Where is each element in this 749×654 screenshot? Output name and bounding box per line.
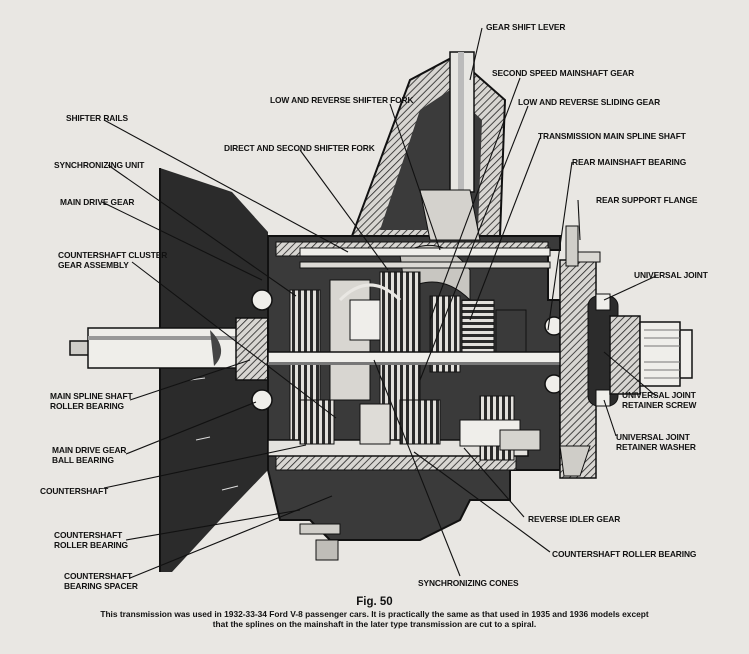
figure-caption: This transmission was used in 1932-33-34… [10, 609, 739, 629]
label-second-speed-mainshaft-gear: SECOND SPEED MAINSHAFT GEAR [492, 68, 635, 78]
label-transmission-main-spline-shaft: TRANSMISSION MAIN SPLINE SHAFT [538, 131, 686, 141]
caption-line-2: that the splines on the mainshaft in the… [212, 619, 537, 629]
figure-number: Fig. 50 [356, 596, 393, 608]
label-main-drive-gear-ball-bearing-line1: MAIN DRIVE GEAR [52, 445, 127, 455]
label-uj-retainer-screw-line1: UNIVERSAL JOINT [622, 390, 696, 400]
label-main-spline-shaft-roller-bearing: MAIN SPLINE SHAFT ROLLER BEARING [50, 391, 133, 411]
label-countershaft-cluster-line2: GEAR ASSEMBLY [58, 260, 129, 270]
label-countershaft-bearing-spacer: COUNTERSHAFT BEARING SPACER [64, 571, 138, 591]
label-uj-retainer-washer-line1: UNIVERSAL JOINT [616, 432, 690, 442]
input-shaft [69, 317, 269, 381]
label-uj-retainer-washer: UNIVERSAL JOINT RETAINER WASHER [616, 432, 696, 452]
countershaft-cluster [267, 395, 541, 461]
label-rear-support-flange: REAR SUPPORT FLANGE [596, 195, 698, 205]
shifter-rails [299, 247, 551, 269]
label-countershaft-roller-bearing-left-line2: ROLLER BEARING [54, 540, 128, 550]
label-universal-joint: UNIVERSAL JOINT [634, 270, 708, 280]
label-synchronizing-unit: SYNCHRONIZING UNIT [54, 160, 145, 170]
label-reverse-idler-gear: REVERSE IDLER GEAR [528, 514, 621, 524]
label-shifter-rails: SHIFTER RAILS [66, 113, 128, 123]
label-rear-mainshaft-bearing: REAR MAINSHAFT BEARING [572, 157, 687, 167]
mainshaft [267, 351, 569, 365]
caption-line-1: This transmission was used in 1932-33-34… [100, 609, 649, 619]
label-countershaft-roller-bearing-left: COUNTERSHAFT ROLLER BEARING [54, 530, 128, 550]
label-countershaft-cluster-line1: COUNTERSHAFT CLUSTER [58, 250, 168, 260]
label-direct-second-shifter-fork: DIRECT AND SECOND SHIFTER FORK [224, 143, 375, 153]
label-countershaft-cluster: COUNTERSHAFT CLUSTER GEAR ASSEMBLY [58, 250, 167, 270]
shift-tower [350, 51, 507, 302]
label-gear-shift-lever: GEAR SHIFT LEVER [486, 22, 566, 32]
label-countershaft-roller-bearing-right: COUNTERSHAFT ROLLER BEARING [552, 549, 697, 559]
label-uj-retainer-screw: UNIVERSAL JOINT RETAINER SCREW [622, 390, 696, 410]
label-main-spline-shaft-line2: ROLLER BEARING [50, 401, 124, 411]
bell-housing [159, 168, 268, 572]
label-countershaft-bearing-spacer-line2: BEARING SPACER [64, 581, 138, 591]
label-low-reverse-shifter-fork: LOW AND REVERSE SHIFTER FORK [270, 95, 414, 105]
label-low-reverse-sliding-gear: LOW AND REVERSE SLIDING GEAR [518, 97, 661, 107]
label-main-spline-shaft-line1: MAIN SPLINE SHAFT [50, 391, 133, 401]
label-uj-retainer-screw-line2: RETAINER SCREW [622, 400, 697, 410]
label-countershaft-bearing-spacer-line1: COUNTERSHAFT [64, 571, 133, 581]
label-countershaft: COUNTERSHAFT [40, 486, 109, 496]
label-main-drive-gear-ball-bearing-line2: BALL BEARING [52, 455, 114, 465]
label-uj-retainer-washer-line2: RETAINER WASHER [616, 442, 696, 452]
label-main-drive-gear: MAIN DRIVE GEAR [60, 197, 135, 207]
label-synchronizing-cones: SYNCHRONIZING CONES [418, 578, 519, 588]
leader-lines [101, 27, 657, 579]
label-countershaft-roller-bearing-left-line1: COUNTERSHAFT [54, 530, 123, 540]
universal-joint-assembly [559, 225, 693, 479]
label-main-drive-gear-ball-bearing: MAIN DRIVE GEAR BALL BEARING [52, 445, 126, 465]
